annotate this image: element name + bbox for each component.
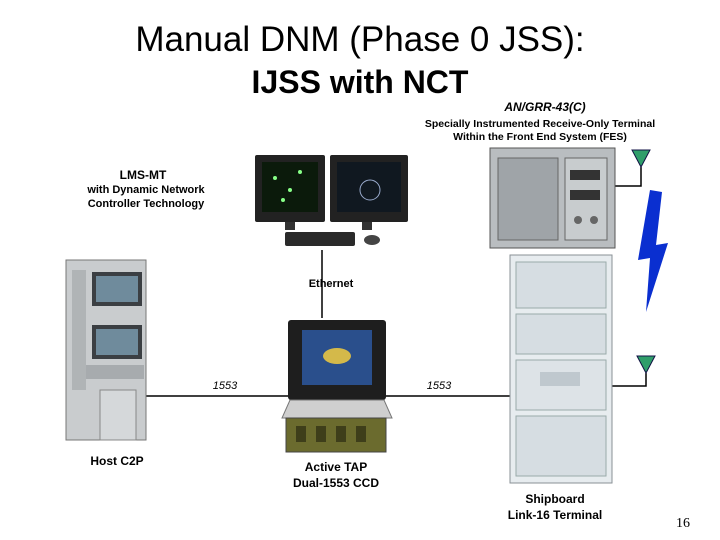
shipboard-label-line1: Shipboard <box>525 492 585 506</box>
antenna-top-icon <box>631 149 651 169</box>
slide-title-line2: IJSS with NCT <box>251 64 469 100</box>
tap-label-line1: Active TAP <box>304 460 368 474</box>
connector-lines <box>145 167 647 397</box>
host-c2p-label: Host C2P <box>90 454 144 468</box>
lightning-bolt-icon <box>638 190 668 312</box>
active-tap-ccd <box>281 320 393 453</box>
angrr-desc-line1: Specially Instrumented Receive-Only Term… <box>424 118 656 130</box>
angrr-title: AN/GRR-43(C) <box>504 100 586 114</box>
shipboard-link16-terminal <box>509 254 613 484</box>
lms-mt-desc-line2: Controller Technology <box>87 198 205 210</box>
lms-mt-title: LMS-MT <box>119 168 167 182</box>
antenna-bottom-feed <box>610 373 647 387</box>
host-c2p-console <box>65 259 147 441</box>
link-1553-right-label: 1553 <box>426 380 452 392</box>
ethernet-label: Ethernet <box>308 278 354 290</box>
link-1553-left-label: 1553 <box>212 380 238 392</box>
lms-mt-workstation <box>255 155 408 246</box>
lms-mt-desc-line1: with Dynamic Network <box>87 184 205 196</box>
shipboard-label-line2: Link-16 Terminal <box>507 508 603 522</box>
page-number: 16 <box>676 516 690 531</box>
antenna-top-feed <box>615 167 642 187</box>
slide-title-line1: Manual DNM (Phase 0 JSS): <box>135 20 585 59</box>
angrr-43-terminal <box>489 147 616 249</box>
tap-label-line2: Dual-1553 CCD <box>292 476 380 490</box>
antenna-bottom-icon <box>636 355 656 375</box>
angrr-desc-line2: Within the Front End System (FES) <box>453 131 627 143</box>
